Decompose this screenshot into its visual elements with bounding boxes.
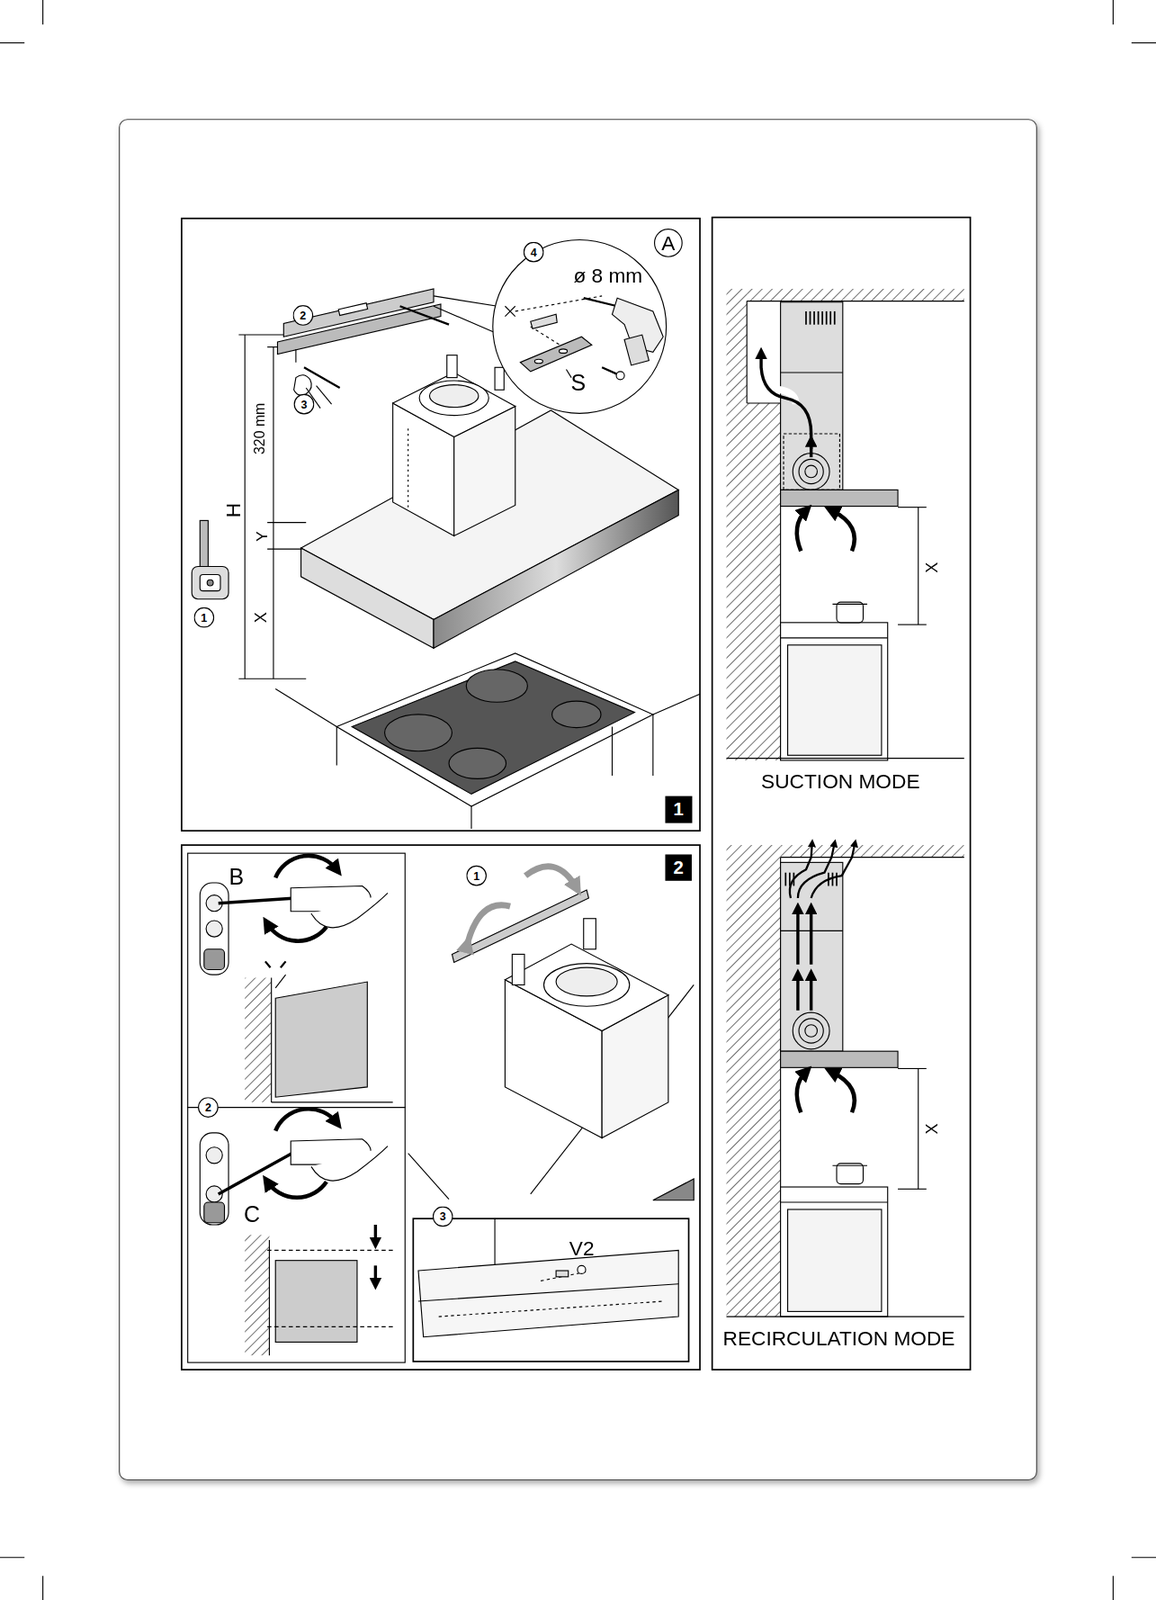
node-text: 2: [673, 858, 684, 877]
mode-caption: RECIRCULATION MODE: [723, 1327, 956, 1349]
detail-letter: A: [654, 228, 683, 258]
part-label: B: [229, 866, 245, 889]
node-text: 2: [299, 309, 306, 321]
panel-number: 1: [664, 796, 691, 823]
node-text: 3: [439, 1210, 447, 1222]
dimension-label: X: [923, 562, 940, 574]
node-text: 3: [301, 398, 308, 410]
part-label: V2: [569, 1237, 595, 1259]
callout-number: 1: [465, 865, 487, 887]
node-text: 1: [200, 611, 207, 623]
mode-caption: SUCTION MODE: [761, 770, 920, 791]
dimension-label: X: [923, 1122, 940, 1134]
part-label: S: [571, 372, 587, 395]
node-text: 1: [673, 799, 684, 818]
dimension-label: 320 mm: [251, 403, 267, 455]
panel-number: 2: [664, 853, 691, 880]
dimension-label: Y: [253, 530, 269, 541]
node-text: 2: [205, 1101, 212, 1112]
callout-number: 3: [294, 394, 315, 415]
callout-number: 2: [197, 1096, 219, 1118]
callout-number: 3: [432, 1206, 454, 1228]
callout-number: 1: [193, 607, 215, 628]
dimension-label: H: [223, 502, 244, 518]
part-label: C: [243, 1202, 260, 1226]
mode-caption: ø 8 mm: [573, 265, 643, 287]
callout-number: 2: [293, 304, 314, 326]
node-text: 4: [530, 246, 538, 258]
dimension-label: X: [252, 611, 269, 623]
callout-number: 4: [523, 241, 545, 263]
node-text: 1: [473, 869, 480, 881]
node-text: A: [661, 232, 675, 254]
